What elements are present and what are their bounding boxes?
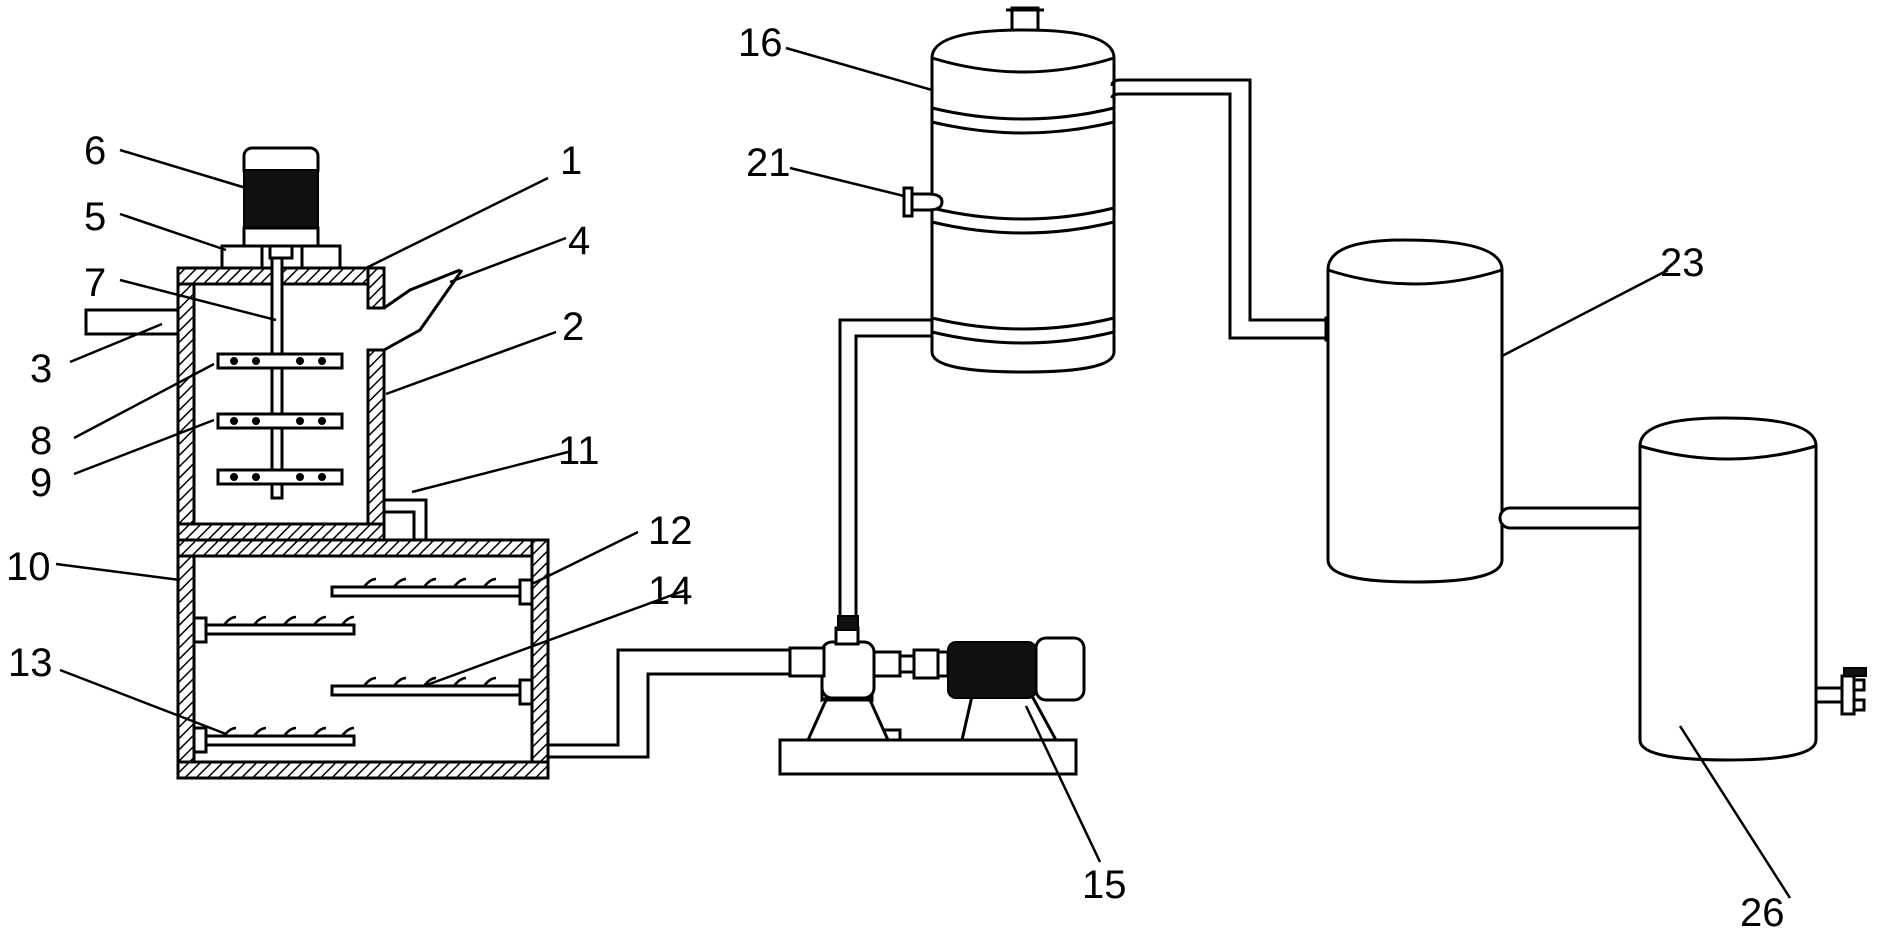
stirring-blades <box>216 352 344 486</box>
label-23: 23 <box>1660 241 1705 285</box>
outlet-pipe <box>548 648 790 759</box>
feed-hopper <box>383 268 464 352</box>
mixing-tank-bottom-wall <box>176 522 386 542</box>
stirring-motor <box>242 146 320 260</box>
label-15: 15 <box>1082 863 1127 907</box>
label-16: 16 <box>738 21 783 65</box>
label-8: 8 <box>30 419 52 463</box>
pump <box>778 626 1086 776</box>
label-21: 21 <box>746 141 791 185</box>
label-9: 9 <box>30 461 52 505</box>
mixing-tank-right-wall-lower <box>366 348 386 542</box>
lower-tank <box>176 538 550 780</box>
label-14: 14 <box>648 569 693 613</box>
collection-tank <box>1326 238 1504 584</box>
storage-tank <box>1638 416 1867 762</box>
inlet-pipe <box>84 308 180 336</box>
label-26: 26 <box>1740 891 1785 935</box>
label-4: 4 <box>568 219 590 263</box>
pump-base <box>778 738 1078 776</box>
label-6: 6 <box>84 129 106 173</box>
sample-valve <box>902 186 944 218</box>
vapor-pipe <box>1110 78 1342 342</box>
label-13: 13 <box>8 641 53 685</box>
mixing-tank <box>176 266 386 542</box>
riser-pipe <box>837 318 932 631</box>
label-5: 5 <box>84 195 106 239</box>
stirring-shaft <box>270 256 284 500</box>
mixing-tank-left-wall <box>176 266 196 542</box>
lower-tank-right-wall <box>530 538 550 780</box>
connecting-pipe <box>384 498 428 540</box>
separation-column <box>930 6 1116 374</box>
spray-bars <box>192 577 534 754</box>
mixing-tank-right-wall-upper <box>366 266 386 310</box>
label-11: 11 <box>558 429 600 473</box>
part-labels: 1 2 3 4 5 6 7 8 9 10 11 12 13 14 15 16 2… <box>6 21 1785 935</box>
lower-tank-bottom-wall <box>176 760 550 780</box>
label-3: 3 <box>30 347 52 391</box>
lower-tank-top-wall <box>176 538 550 558</box>
transfer-pipe <box>1498 506 1648 530</box>
leader-lines <box>55 46 1792 899</box>
label-7: 7 <box>84 261 106 305</box>
label-12: 12 <box>648 509 693 553</box>
lower-tank-left-wall <box>176 538 196 780</box>
label-10: 10 <box>6 545 51 589</box>
label-2: 2 <box>562 305 584 349</box>
drain-valve <box>1814 667 1867 716</box>
label-1: 1 <box>560 139 582 183</box>
